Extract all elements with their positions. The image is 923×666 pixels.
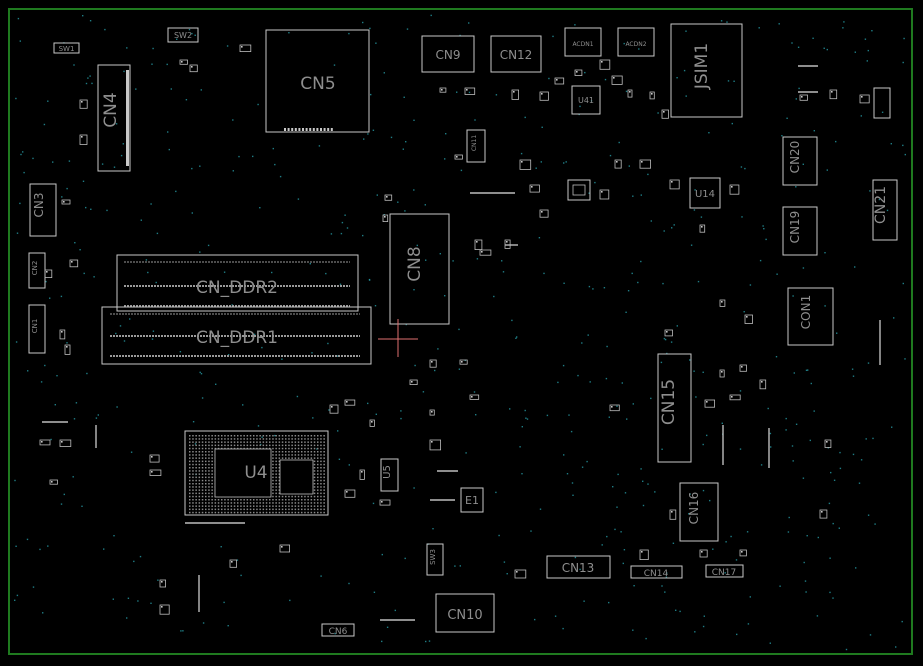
- connector-cn11[interactable]: CN11: [466, 129, 486, 163]
- cn8-label: CN8: [405, 246, 425, 281]
- cn17-label: CN17: [712, 568, 736, 578]
- cn19-label: CN19: [788, 211, 802, 244]
- small-components: [39, 44, 881, 621]
- sw1-label: SW1: [59, 45, 75, 53]
- jsim1-label: JSIM1: [692, 43, 712, 90]
- u41-label: U41: [578, 96, 594, 105]
- u5-label: U5: [382, 465, 393, 479]
- connector-cn8[interactable]: CN8: [389, 213, 450, 325]
- connector-cn-ddr2[interactable]: CN_DDR2: [116, 254, 359, 312]
- connector-cn15[interactable]: CN15: [657, 353, 692, 463]
- cn6-label: CN6: [329, 627, 348, 637]
- u14-label: U14: [695, 189, 715, 200]
- sw3-label: SW3: [429, 549, 437, 565]
- connector-cn16[interactable]: CN16: [679, 482, 719, 542]
- acdn2-label: ACDN2: [625, 41, 646, 48]
- connector-cn21[interactable]: CN21: [872, 179, 898, 241]
- connector-jsim1[interactable]: JSIM1: [670, 23, 743, 118]
- connector-cn4[interactable]: CN4: [97, 64, 131, 172]
- component-acdn2[interactable]: ACDN2: [617, 27, 655, 57]
- connector-cn5[interactable]: CN5: [265, 29, 370, 133]
- cn-ddr1-label: CN_DDR1: [196, 328, 278, 348]
- cn4-label: CN4: [101, 92, 121, 127]
- u4-label: U4: [244, 463, 267, 483]
- cn2-label: CN2: [31, 261, 39, 276]
- cn13-label: CN13: [562, 561, 595, 575]
- cn12-label: CN12: [500, 48, 533, 62]
- con1-label: CON1: [799, 295, 813, 329]
- connector-cn13[interactable]: CN13: [546, 555, 611, 579]
- connector-cn10[interactable]: CN10: [435, 593, 495, 633]
- cn14-label: CN14: [644, 569, 669, 579]
- cn5-label: CN5: [300, 74, 335, 94]
- connector-cn2[interactable]: CN2: [28, 252, 46, 289]
- switch-sw3[interactable]: SW3: [426, 543, 444, 576]
- connector-cn19[interactable]: CN19: [782, 206, 818, 256]
- cn21-label: CN21: [873, 186, 889, 224]
- cn15-label: CN15: [659, 379, 679, 425]
- board-outline: [8, 8, 913, 655]
- chip-u14[interactable]: U14: [689, 177, 721, 209]
- cn11-label: CN11: [471, 135, 478, 151]
- connector-cn-ddr1[interactable]: CN_DDR1: [101, 306, 372, 365]
- connector-cn12[interactable]: CN12: [490, 35, 542, 73]
- connector-cn6[interactable]: CN6: [321, 623, 355, 637]
- connector-cn3[interactable]: CN3: [29, 183, 57, 237]
- chip-u41[interactable]: U41: [571, 85, 601, 115]
- switch-sw1[interactable]: SW1: [53, 42, 80, 54]
- cn1-label: CN1: [31, 319, 39, 334]
- acdn1-label: ACDN1: [572, 41, 593, 48]
- connector-cn1[interactable]: CN1: [28, 304, 46, 354]
- connector-cn17[interactable]: CN17: [705, 564, 744, 578]
- cn16-label: CN16: [687, 492, 701, 525]
- chip-u5[interactable]: U5: [380, 458, 399, 492]
- connector-cn20[interactable]: CN20: [782, 136, 818, 186]
- e1-label: E1: [465, 494, 479, 507]
- connector-cn9[interactable]: CN9: [421, 35, 475, 73]
- chip-u4-cpu[interactable]: U4: [184, 430, 329, 516]
- chip-u-mid[interactable]: [567, 179, 591, 201]
- cn9-label: CN9: [436, 48, 461, 62]
- sw2-label: SW2: [174, 31, 192, 40]
- component-acdn1[interactable]: ACDN1: [564, 27, 602, 57]
- cn3-label: CN3: [32, 193, 46, 218]
- cn10-label: CN10: [447, 608, 482, 623]
- connector-con1[interactable]: CON1: [787, 287, 834, 346]
- component-e1[interactable]: E1: [460, 487, 484, 513]
- cn-ddr2-label: CN_DDR2: [196, 278, 278, 298]
- cn20-label: CN20: [788, 141, 802, 174]
- via-field: [14, 14, 906, 651]
- connector-cn14[interactable]: CN14: [630, 565, 683, 579]
- switch-sw2[interactable]: SW2: [167, 27, 199, 43]
- component-right-small[interactable]: [873, 87, 891, 119]
- cursor-crosshair: [378, 319, 418, 357]
